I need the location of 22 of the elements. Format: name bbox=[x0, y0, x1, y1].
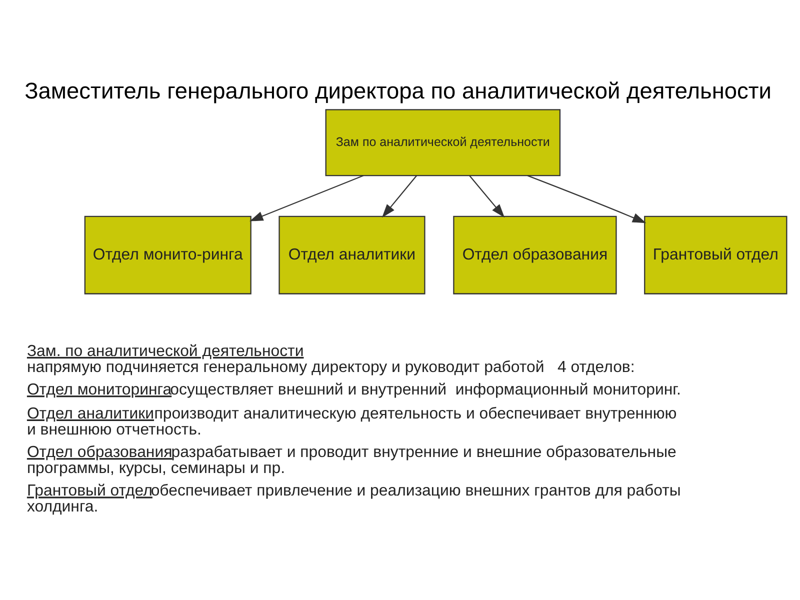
label: программы, курсы, семинары и пр. bbox=[26, 460, 286, 477]
label: производит аналитическую деятельность и обеспечивает внутреннюю bbox=[154, 405, 677, 422]
label: осуществляет внешний и внутренний информационный мониторинг. bbox=[170, 382, 681, 399]
node-box: Зам по аналитической деятельности bbox=[325, 109, 561, 176]
arrow bbox=[249, 175, 364, 222]
node-box: Грантовый отдел bbox=[644, 216, 788, 294]
label: напрямую подчиняется генеральному директору и руководит работой 4 отделов: bbox=[26, 358, 635, 376]
diagram-title: Заместитель генерального директора по аналитической деятельности bbox=[24, 77, 772, 104]
label: холдинга. bbox=[26, 498, 98, 516]
node-box: Отдел монито-ринга bbox=[84, 216, 252, 294]
arrow bbox=[382, 175, 418, 218]
label: и внешнюю отчетность. bbox=[26, 421, 202, 438]
arrow bbox=[528, 175, 646, 224]
node-box: Отдел образования bbox=[453, 216, 617, 294]
label: Отдел аналитики bbox=[26, 405, 154, 422]
label: Отдел мониторинга bbox=[26, 382, 172, 399]
label: Зам. по аналитической деятельности bbox=[26, 342, 304, 360]
label: Отдел образования bbox=[26, 444, 172, 462]
label: разрабатывает и проводит внутренние и внешние образовательные bbox=[171, 444, 676, 462]
arrow bbox=[469, 175, 505, 218]
label: Грантовый отдел bbox=[26, 482, 152, 500]
node-box: Отдел аналитики bbox=[278, 216, 426, 294]
